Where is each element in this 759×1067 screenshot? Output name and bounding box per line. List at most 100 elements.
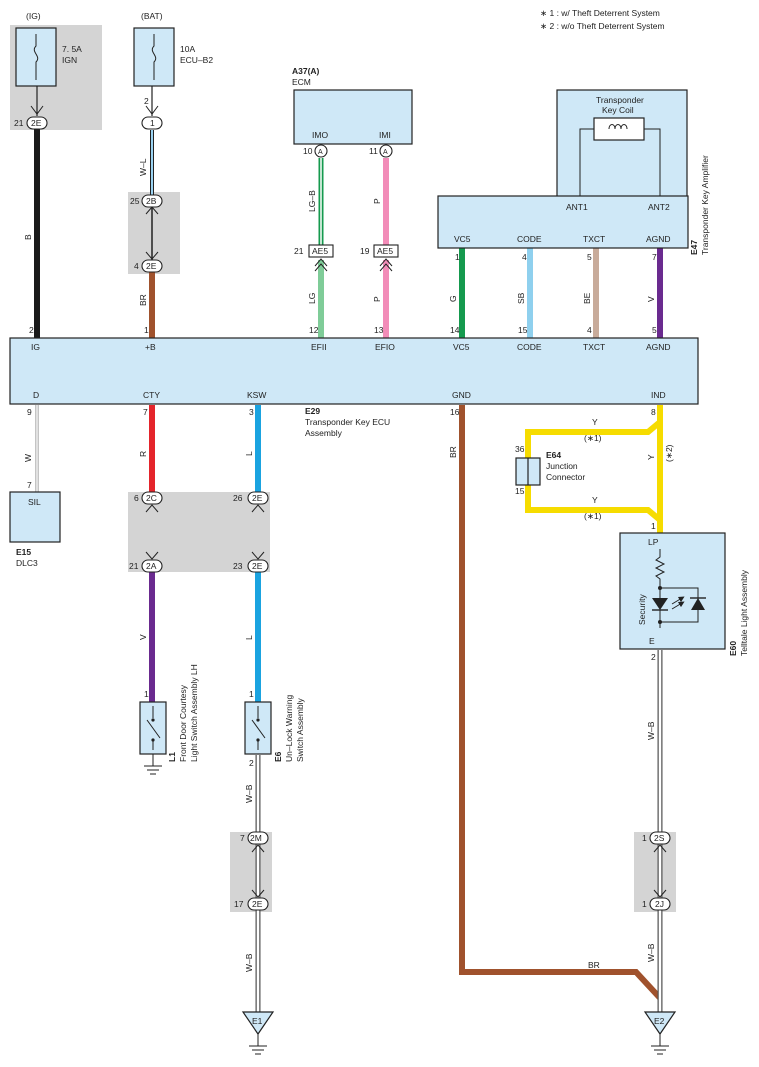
conn-2B: 2B (146, 196, 157, 206)
pin: 14 (450, 325, 460, 335)
conn-A-imi: A (383, 149, 388, 156)
pin: 36 (515, 444, 525, 454)
wire-label: P (372, 296, 382, 302)
ecu-code: E29 (305, 406, 320, 416)
ecu-term-ind: IND (651, 390, 666, 400)
l1-name-2: Light Switch Assembly LH (189, 664, 199, 762)
wire-label: Y (592, 495, 598, 505)
conn-2E-b: 2E (146, 261, 157, 271)
ecu-term-d: D (33, 390, 39, 400)
wire-label: W–L (138, 158, 148, 176)
junction-name-1: Junction (546, 461, 578, 471)
ecm-code: A37(A) (292, 66, 320, 76)
ecm-box (293, 89, 413, 145)
pin: 1 (144, 689, 149, 699)
pin: 16 (450, 407, 460, 417)
pin: 15 (515, 486, 525, 496)
ecu-term-ksw: KSW (247, 390, 266, 400)
pin: 4 (587, 325, 592, 335)
wire-label: V (138, 634, 148, 640)
ig-fuse-amp: 7. 5A (62, 44, 82, 54)
conn-A-imo: A (318, 149, 323, 156)
dlc3-code: E15 (16, 547, 31, 557)
pin: 17 (234, 899, 244, 909)
telltale-name: Telltale Light Assembly (739, 569, 749, 656)
coil-title-2: Key Coil (602, 105, 634, 115)
amp-term-txct: TXCT (583, 234, 605, 244)
wire-label: V (646, 296, 656, 302)
telltale-term-lp: LP (648, 537, 659, 547)
ecu-term-vc5: VC5 (453, 342, 470, 352)
wire-label: BR (588, 960, 600, 970)
wire-label: LG (307, 293, 317, 304)
wire-label: BR (138, 294, 148, 306)
wire-mark: (∗1) (584, 433, 602, 443)
ecu-term-cty: CTY (143, 390, 160, 400)
wire-label: W–B (244, 953, 254, 972)
pin: 1 (144, 325, 149, 335)
e6-name-1: Un–Lock Warning (284, 694, 294, 762)
wire-label: LG–B (307, 190, 317, 212)
wire-label: W (23, 454, 33, 462)
bat-source-label: (BAT) (141, 11, 163, 21)
pin: 11 (369, 146, 378, 156)
amp-name: Transponder Key Amplifier (700, 155, 710, 255)
pin-numbers: 21 2 25 4 10 11 21 19 2 1 12 13 1 4 5 7 … (14, 96, 657, 909)
led-icon (652, 598, 668, 610)
diode-icon (691, 598, 705, 610)
pin: 25 (130, 196, 140, 206)
pin: 21 (129, 561, 139, 571)
amp-term-vc5: VC5 (454, 234, 471, 244)
conn-2E-e: 2E (252, 899, 263, 909)
telltale-code: E60 (728, 641, 738, 656)
wire-label: W–B (646, 721, 656, 740)
conn-AE5-2: AE5 (377, 246, 393, 256)
ecu-term-efio: EFIO (375, 342, 395, 352)
ecu-name-1: Transponder Key ECU (305, 417, 390, 427)
pin: 21 (14, 118, 24, 128)
pin: 1 (642, 833, 647, 843)
amp-term-ant2: ANT2 (648, 202, 670, 212)
bat-fuse-amp: 10A (180, 44, 195, 54)
pin: 2 (144, 96, 149, 106)
telltale-security: Security (637, 594, 647, 625)
pin: 1 (651, 521, 656, 531)
coil-title-1: Transponder (596, 95, 644, 105)
pin: 21 (294, 246, 304, 256)
pin: 7 (27, 480, 32, 490)
pin: 19 (360, 246, 370, 256)
ecu-term-b: +B (145, 342, 156, 352)
pin: 10 (303, 146, 313, 156)
junction-name-2: Connector (546, 472, 585, 482)
ecu-box (9, 337, 699, 405)
pin: 7 (143, 407, 148, 417)
ground-icon (241, 1011, 275, 1036)
wire-label: Y (646, 454, 656, 460)
switch-icon (146, 706, 161, 750)
conn-2E-c: 2E (252, 493, 263, 503)
pin: 5 (652, 325, 657, 335)
conn-1-bat: 1 (150, 118, 155, 128)
ecm-term-imi: IMI (379, 130, 391, 140)
wire-label: R (138, 451, 148, 457)
wire-label: SB (516, 292, 526, 304)
pin: 7 (652, 252, 657, 262)
pin: 2 (651, 652, 656, 662)
pin: 23 (233, 561, 243, 571)
coil-icon (593, 117, 645, 141)
ecu-term-gnd: GND (452, 390, 471, 400)
pin: 2 (29, 325, 34, 335)
junction-code: E64 (546, 450, 561, 460)
ecu-name-2: Assembly (305, 428, 343, 438)
conn-2S: 2S (654, 833, 665, 843)
fuse-icon (33, 34, 39, 80)
conn-2E-d: 2E (252, 561, 263, 571)
conn-2E-ig: 2E (31, 118, 42, 128)
dlc3-box (9, 491, 61, 543)
pin: 26 (233, 493, 243, 503)
conn-2J: 2J (655, 899, 664, 909)
ground-icon (144, 765, 162, 775)
pin: 7 (240, 833, 245, 843)
pin: 9 (27, 407, 32, 417)
